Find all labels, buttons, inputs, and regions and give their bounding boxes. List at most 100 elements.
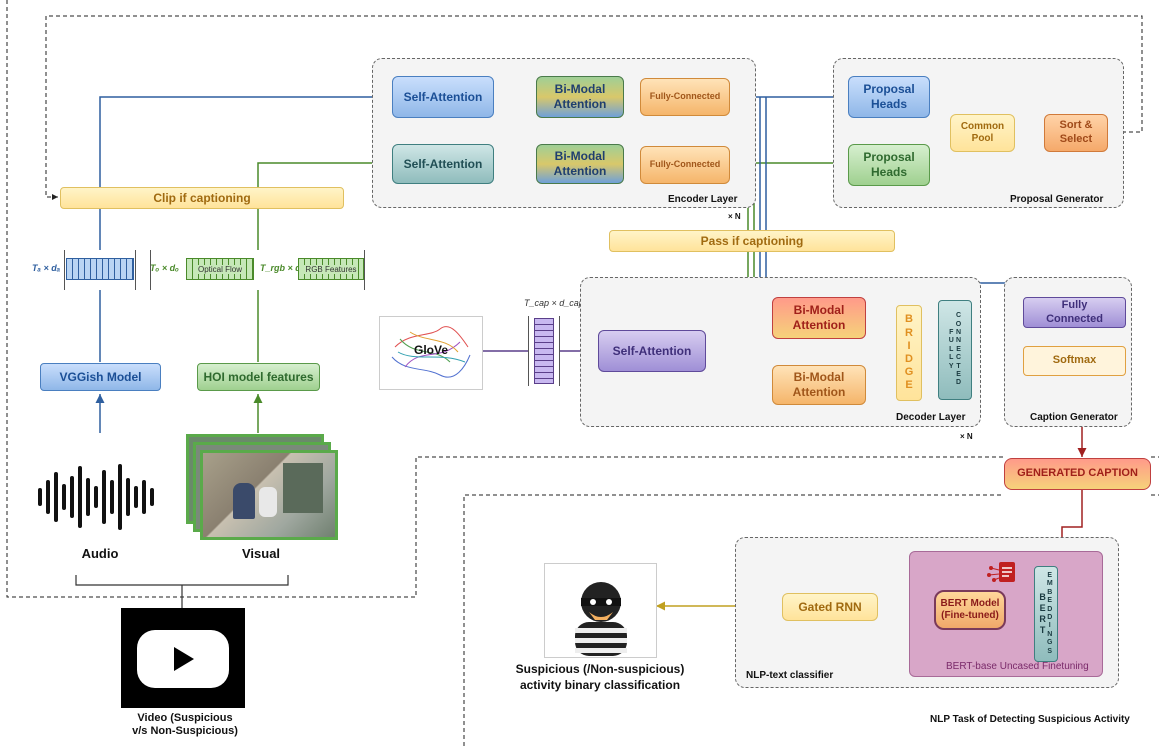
hoi-model-features: HOI model features [197, 363, 320, 391]
person-shape [259, 487, 277, 517]
audio-feature-grid [66, 258, 134, 280]
result-line-1: Suspicious (/Non-suspicious) [515, 662, 685, 676]
fc-letter: Y [948, 362, 954, 370]
bert-line-2: (Fine-tuned) [941, 610, 999, 621]
fc-letter: N [955, 329, 962, 337]
fc-letter: D [955, 379, 962, 387]
clip-if-captioning: Clip if captioning [60, 187, 344, 209]
rgb-features-label: RGB Features [304, 264, 358, 274]
masked-thief-icon [575, 582, 627, 656]
decoder-repeat: × N [960, 432, 973, 441]
embed-letter: E [1039, 603, 1046, 614]
embed-letter: T [1039, 624, 1046, 635]
cap-dim-label: T_cap × d_cap [524, 298, 584, 308]
person-shape [233, 483, 255, 519]
visual-feature-brace [150, 250, 365, 290]
encoder-repeat: × N [728, 212, 741, 221]
embed-letter: R [1039, 614, 1046, 624]
fc-line-1: Fully [1061, 298, 1088, 311]
audio-dim-label: Tₐ × dₐ [32, 263, 61, 273]
nlp-classifier-label: NLP-text classifier [746, 670, 834, 681]
bridge-letter: R [905, 326, 913, 339]
video-label-line-1: Video (Suspicious [137, 712, 233, 724]
pool-line-1: Common [960, 120, 1005, 132]
bridge-letter: B [905, 313, 913, 326]
audio-feature-brace [64, 250, 136, 290]
embed-letter: E [1047, 597, 1053, 605]
encoder-self-attention-audio: Self-Attention [392, 76, 494, 118]
pool-line-2: Pool [971, 133, 994, 144]
glove-scatter-icon [391, 326, 471, 378]
bridge-letter: E [905, 379, 913, 392]
bimodal-line-1: Bi-Modal [793, 303, 845, 317]
caption-feature-brace [528, 316, 560, 386]
optical-flow-features: Optical Flow [186, 258, 254, 280]
bimodal-line-2: Attention [792, 385, 846, 399]
fc-letter: E [956, 345, 961, 353]
bimodal-line-1: Bi-Modal [554, 149, 606, 163]
sort-select: Sort &Select [1044, 114, 1108, 152]
softmax: Softmax [1023, 346, 1126, 376]
result-label: Suspicious (/Non-suspicious)activity bin… [490, 662, 710, 693]
bridge-letter: D [905, 353, 913, 365]
glove-embedding-image: GloVe [379, 316, 483, 390]
shelf-shape [283, 463, 323, 513]
embed-letter: I [1048, 622, 1051, 630]
visual-dim-label: Tₒ × dₒ [150, 263, 179, 273]
embed-letter: D [1047, 614, 1053, 621]
encoder-fully-connected-2: Fully-Connected [640, 146, 730, 184]
vggish-model: VGGish Model [40, 363, 161, 391]
embed-letter: S [1047, 647, 1053, 655]
audio-label: Audio [81, 546, 119, 561]
fc-letter: O [955, 320, 962, 328]
sort-line-1: Sort & [1059, 119, 1093, 132]
bimodal-line-1: Bi-Modal [793, 370, 845, 384]
bert-finetuning-label: BERT-base Uncased Finetuning [946, 661, 1089, 672]
fc-letter: E [956, 370, 961, 378]
result-image [544, 563, 657, 658]
embed-letter: G [1047, 639, 1053, 647]
bridge-letter: I [907, 339, 911, 352]
rgb-features: RGB Features [298, 258, 364, 280]
glove-label: GloVe [414, 343, 449, 357]
nlp-task-label: NLP Task of Detecting Suspicious Activit… [930, 714, 1130, 725]
cctv-frame-image [200, 450, 338, 540]
play-triangle-icon [174, 647, 194, 671]
bimodal-line-2: Attention [553, 164, 607, 178]
document-network-icon [987, 562, 1015, 582]
proposal-label: Proposal Generator [1010, 194, 1104, 205]
bimodal-line-1: Bi-Modal [554, 82, 606, 96]
video-play-icon [137, 630, 229, 688]
decoder-self-attention: Self-Attention [598, 330, 706, 372]
embed-letter: B [1039, 592, 1046, 603]
video-thumbnail [121, 608, 245, 708]
optical-flow-label: Optical Flow [196, 264, 243, 274]
embed-letter: B [1047, 588, 1053, 596]
visual-label: Visual [241, 546, 281, 561]
heads-line-1: Proposal [863, 82, 915, 96]
bimodal-line-2: Attention [792, 318, 846, 332]
fc-letter: L [949, 354, 954, 362]
heads-line-1: Proposal [863, 150, 915, 164]
sort-line-2: Select [1059, 133, 1093, 145]
rgb-dim-label: T_rgb × d_rgb [260, 263, 321, 273]
decoder-label: Decoder Layer [896, 412, 966, 423]
fc-letter: L [949, 345, 954, 353]
heads-line-2: Heads [870, 165, 908, 179]
fc-letter: F [949, 329, 954, 337]
encoder-fully-connected-1: Fully-Connected [640, 78, 730, 116]
video-label-line-2: v/s Non-Suspicious) [132, 725, 238, 738]
embed-letter: N [1047, 630, 1053, 638]
